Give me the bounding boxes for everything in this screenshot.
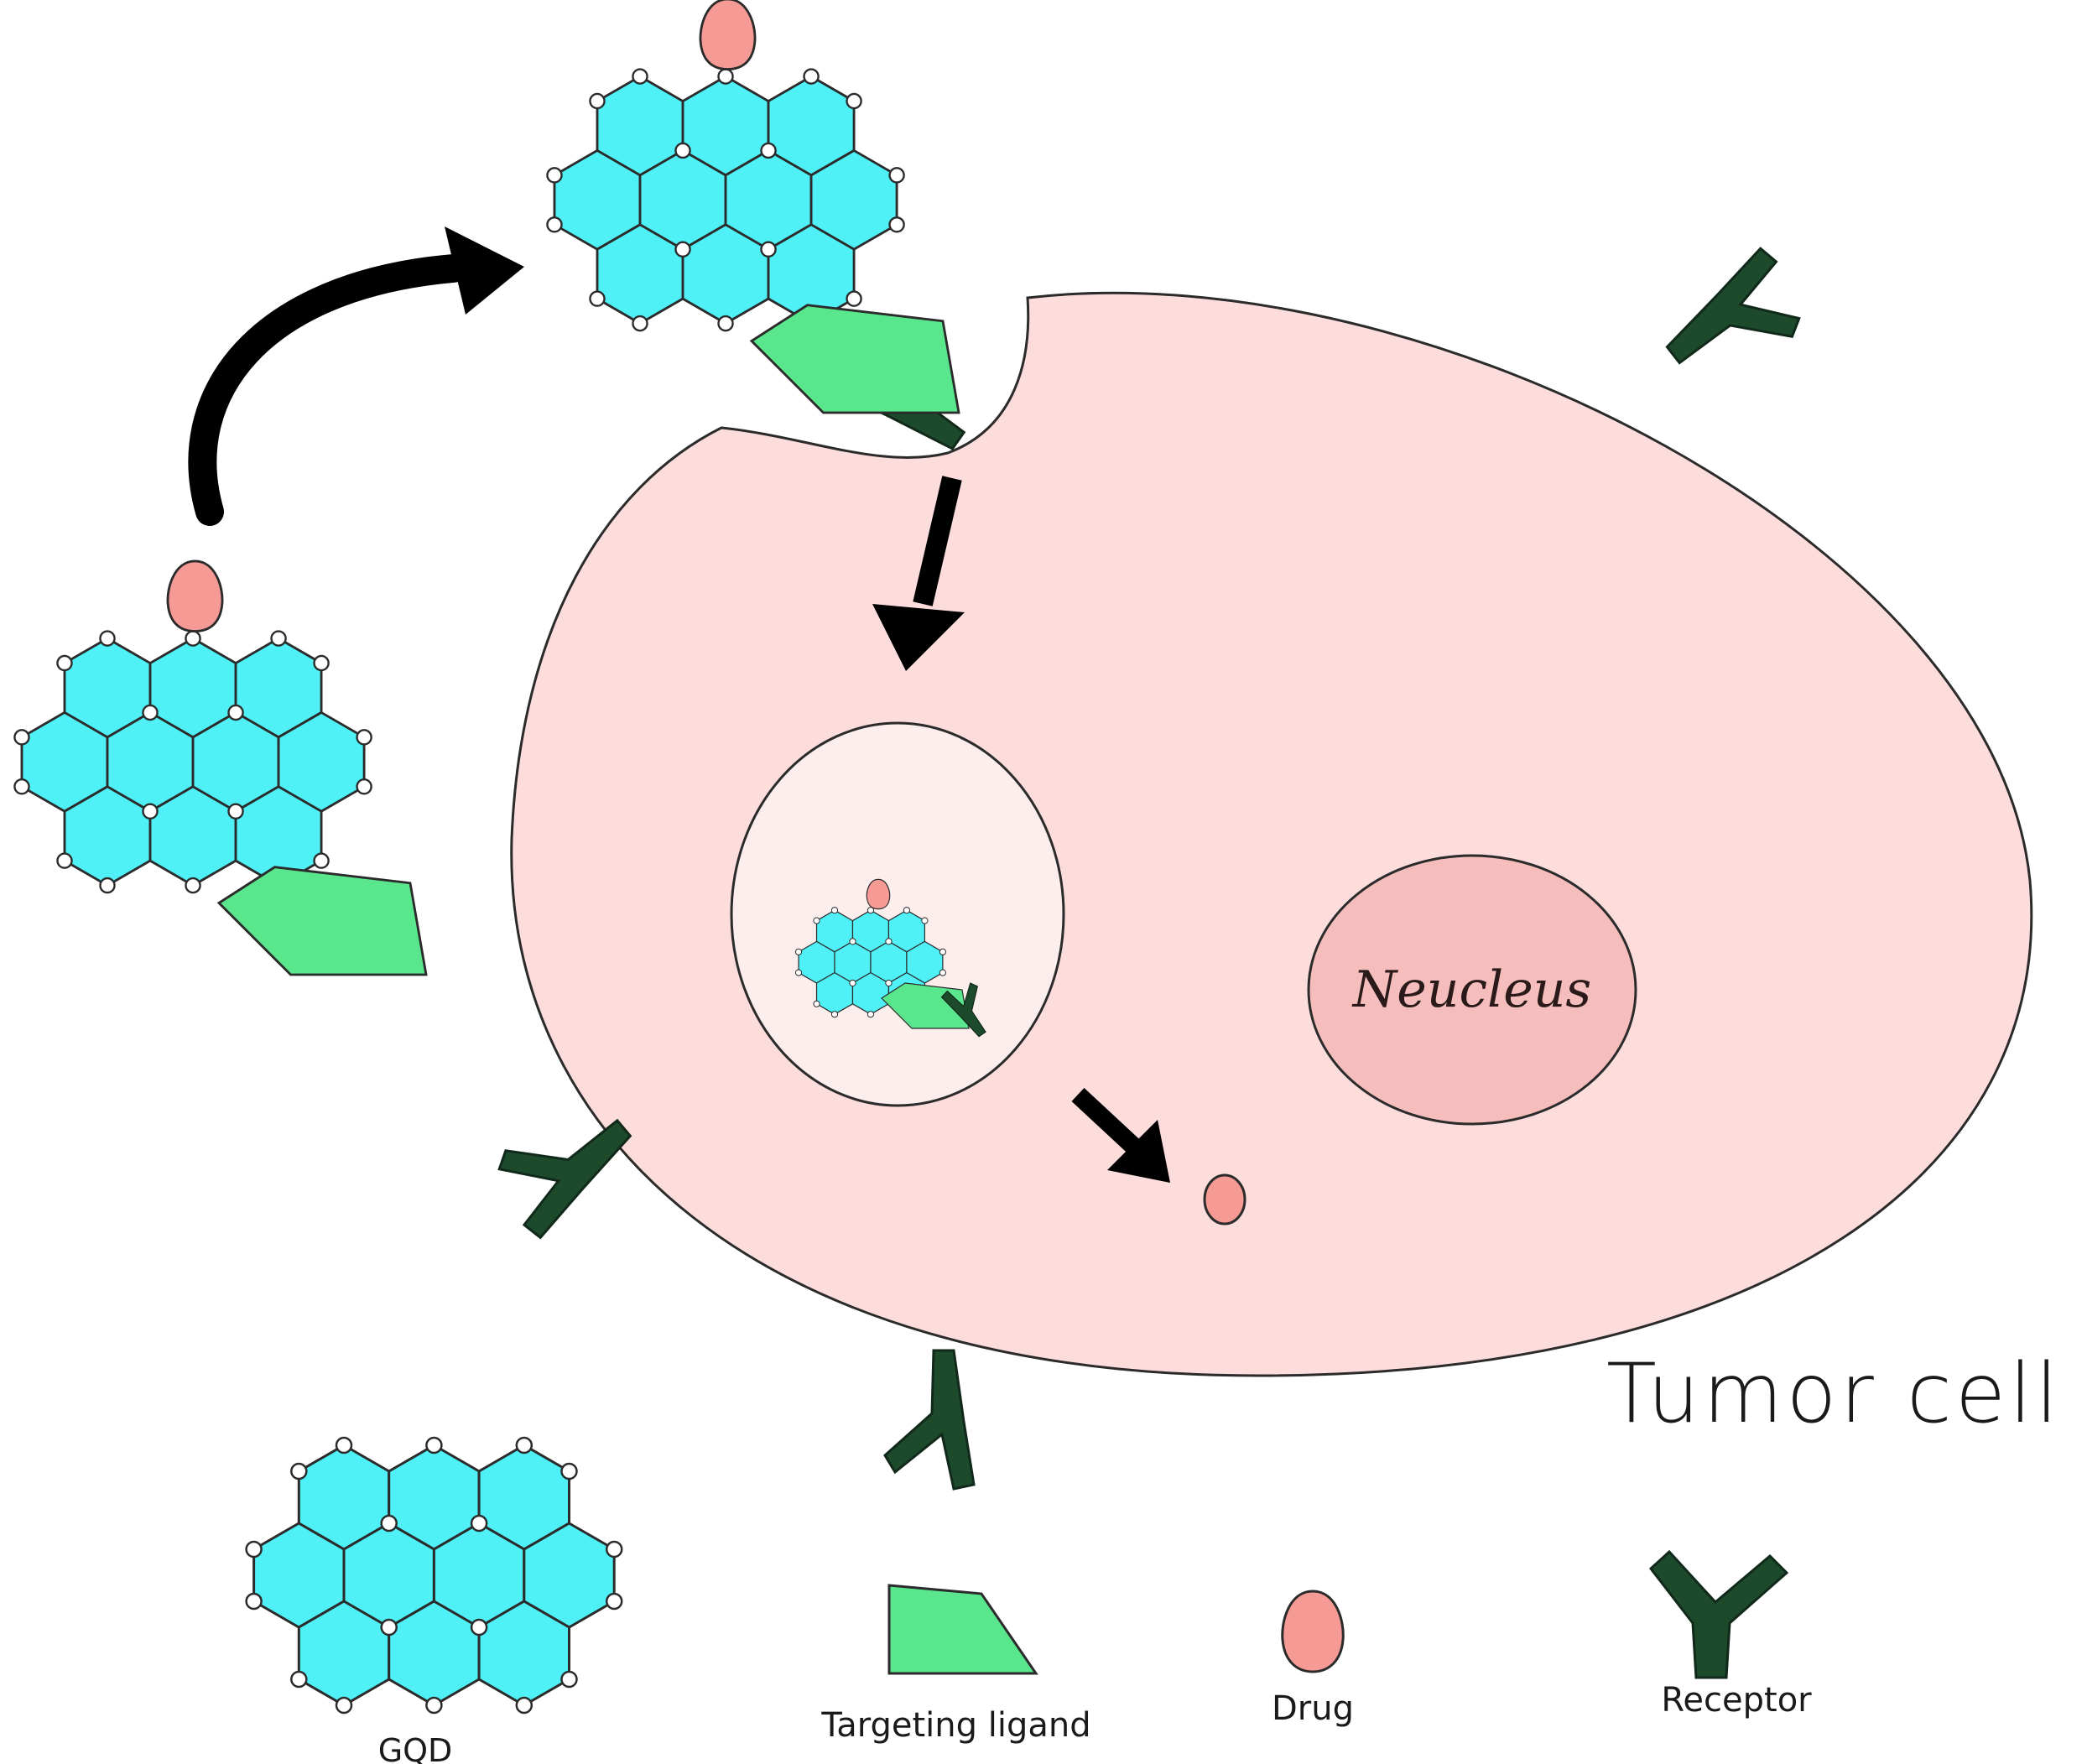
- receptor-icon: [883, 1349, 976, 1491]
- endocytosis-arrow: [872, 476, 965, 671]
- gqd-conjugate-free: [14, 559, 428, 976]
- arrow-icon: [1107, 1120, 1170, 1183]
- legend-gqd-label: GQD: [378, 1732, 453, 1764]
- legend-drug: Drug: [1272, 1590, 1354, 1728]
- legend-ligand: Targeting ligand: [820, 1584, 1091, 1745]
- receptor-top-right: [1653, 244, 1820, 403]
- cell-membrane: [510, 291, 2033, 1377]
- legend-receptor: Receptor: [1648, 1549, 1812, 1720]
- arrow-icon: [445, 226, 524, 315]
- targeting-ligand-icon: [887, 1584, 1038, 1675]
- endosome: [730, 721, 1065, 1107]
- drug-icon: [866, 878, 891, 910]
- tumor-cell-label: Tumor cell: [1606, 1346, 2062, 1442]
- curved-arrow: [188, 226, 524, 526]
- arrow-icon: [872, 604, 965, 671]
- drug-icon: [699, 0, 757, 70]
- tumor-cell: [510, 291, 2033, 1377]
- graphene-quantum-dot-icon: [547, 70, 903, 331]
- receptor-icon: [1648, 1549, 1789, 1679]
- drug-icon: [1203, 1173, 1246, 1225]
- drug-icon: [166, 559, 224, 632]
- released-drug: [1203, 1173, 1246, 1225]
- release-arrow: [1071, 1087, 1170, 1183]
- legend-drug-label: Drug: [1272, 1689, 1354, 1728]
- targeting-ligand-icon: [217, 866, 428, 976]
- legend-ligand-label: Targeting ligand: [820, 1706, 1090, 1745]
- graphene-quantum-dot-icon: [247, 1438, 622, 1713]
- targeting-ligand-icon: [750, 304, 960, 414]
- nucleus: Neucleus: [1307, 854, 1637, 1126]
- nucleus-label: Neucleus: [1351, 960, 1591, 1019]
- receptor-bottom: [883, 1349, 976, 1491]
- graphene-quantum-dot-icon: [14, 632, 371, 893]
- legend: GQD Targeting ligand Drug Receptor: [247, 1438, 1812, 1764]
- legend-receptor-label: Receptor: [1661, 1681, 1812, 1720]
- gqd-conjugate-binding: [547, 0, 960, 414]
- receptor-icon: [1653, 244, 1820, 403]
- drug-icon: [1281, 1590, 1345, 1673]
- legend-gqd: GQD: [247, 1438, 622, 1764]
